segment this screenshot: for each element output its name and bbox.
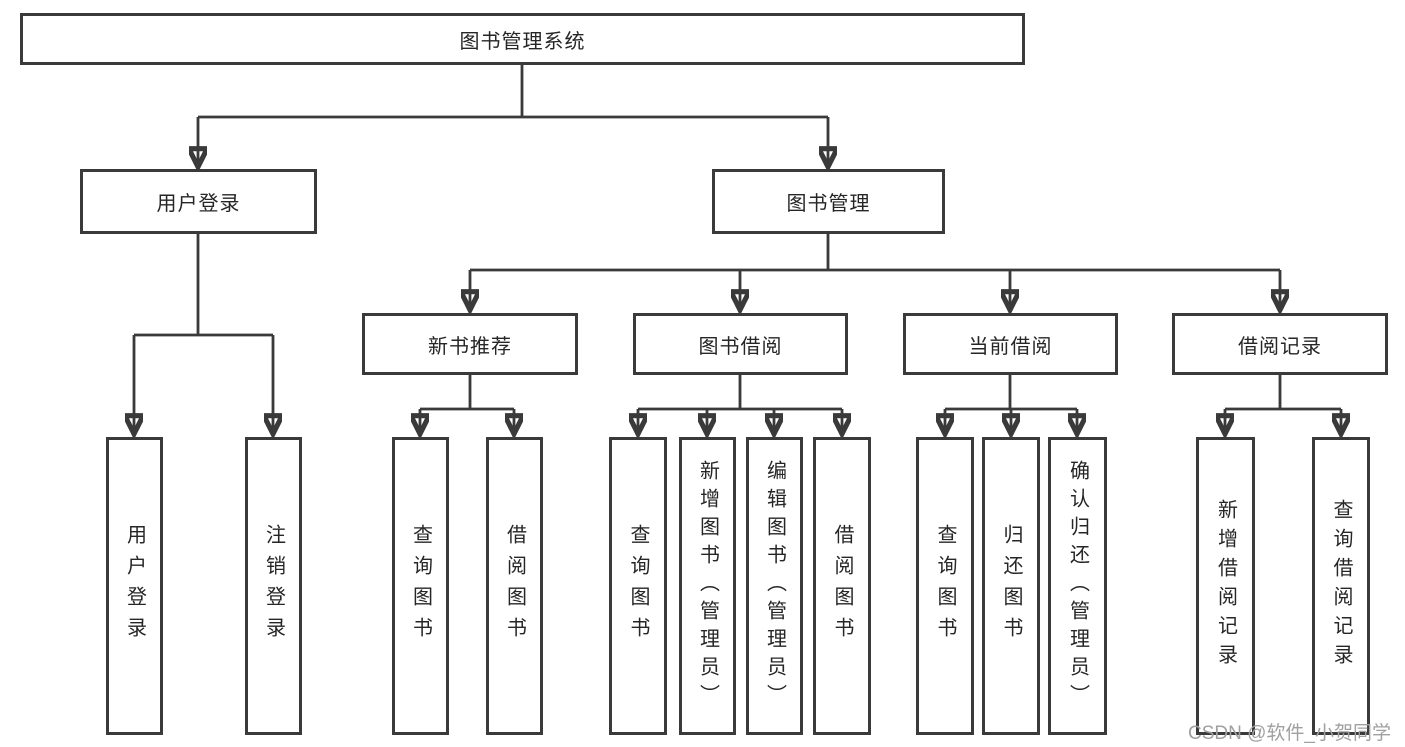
leaf-query-books-borrowing: 查询图书 — [609, 437, 667, 735]
leaf-edit-book-admin: 编辑图书（管理员） — [746, 437, 803, 735]
node-new-book-recommendation-label: 新书推荐 — [428, 335, 512, 358]
leaf-user-login-label: 用户登录 — [123, 524, 146, 648]
node-book-management: 图书管理 — [712, 169, 945, 234]
leaf-query-books-current-label: 查询图书 — [934, 524, 956, 648]
connector-root — [198, 65, 828, 166]
connector-book-management — [470, 234, 1280, 309]
node-borrowing-records-label: 借阅记录 — [1238, 335, 1322, 358]
node-current-borrowing: 当前借阅 — [903, 313, 1118, 375]
leaf-add-book-admin-label: 新增图书（管理员） — [696, 460, 719, 712]
leaf-return-book-label: 归还图书 — [1000, 524, 1022, 648]
leaf-confirm-return-admin-label: 确认归还（管理员） — [1066, 460, 1089, 712]
connector-new-book-recommendation — [420, 375, 514, 433]
leaf-add-borrow-record-label: 新增借阅记录 — [1214, 499, 1237, 673]
leaf-confirm-return-admin: 确认归还（管理员） — [1048, 437, 1107, 735]
connector-borrowing-records — [1225, 375, 1341, 433]
connector-user-login — [134, 234, 273, 433]
leaf-return-book: 归还图书 — [982, 437, 1040, 735]
leaf-borrow-books-recommend-label: 借阅图书 — [503, 524, 526, 648]
node-user-login: 用户登录 — [80, 169, 317, 234]
leaf-query-books-current: 查询图书 — [916, 437, 974, 735]
node-new-book-recommendation: 新书推荐 — [362, 313, 578, 375]
leaf-add-book-admin: 新增图书（管理员） — [679, 437, 736, 735]
leaf-add-borrow-record: 新增借阅记录 — [1196, 437, 1255, 735]
leaf-borrow-books-recommend: 借阅图书 — [486, 437, 543, 735]
node-book-borrowing-label: 图书借阅 — [698, 335, 783, 358]
leaf-query-books-recommend-label: 查询图书 — [409, 524, 432, 648]
node-root: 图书管理系统 — [20, 13, 1025, 65]
leaf-borrow-books-borrowing-label: 借阅图书 — [831, 524, 853, 648]
leaf-logout-label: 注销登录 — [262, 524, 285, 648]
leaf-edit-book-admin-label: 编辑图书（管理员） — [763, 460, 786, 712]
connector-book-borrowing — [638, 375, 842, 433]
leaf-query-books-borrowing-label: 查询图书 — [627, 524, 649, 648]
csdn-watermark: CSDN @软件_小贺同学 — [1188, 723, 1391, 744]
leaf-borrow-books-borrowing: 借阅图书 — [813, 437, 871, 735]
connector-current-borrowing — [945, 375, 1077, 433]
leaf-query-borrow-record-label: 查询借阅记录 — [1330, 499, 1352, 673]
leaf-user-login: 用户登录 — [106, 437, 163, 735]
leaf-query-borrow-record: 查询借阅记录 — [1312, 437, 1370, 735]
node-book-management-label: 图书管理 — [786, 193, 871, 215]
node-book-borrowing: 图书借阅 — [633, 313, 848, 375]
node-root-label: 图书管理系统 — [459, 30, 586, 53]
node-borrowing-records: 借阅记录 — [1172, 313, 1388, 375]
leaf-logout: 注销登录 — [245, 437, 302, 735]
leaf-query-books-recommend: 查询图书 — [392, 437, 449, 735]
node-current-borrowing-label: 当前借阅 — [968, 335, 1053, 358]
node-user-login-label: 用户登录 — [156, 193, 241, 215]
